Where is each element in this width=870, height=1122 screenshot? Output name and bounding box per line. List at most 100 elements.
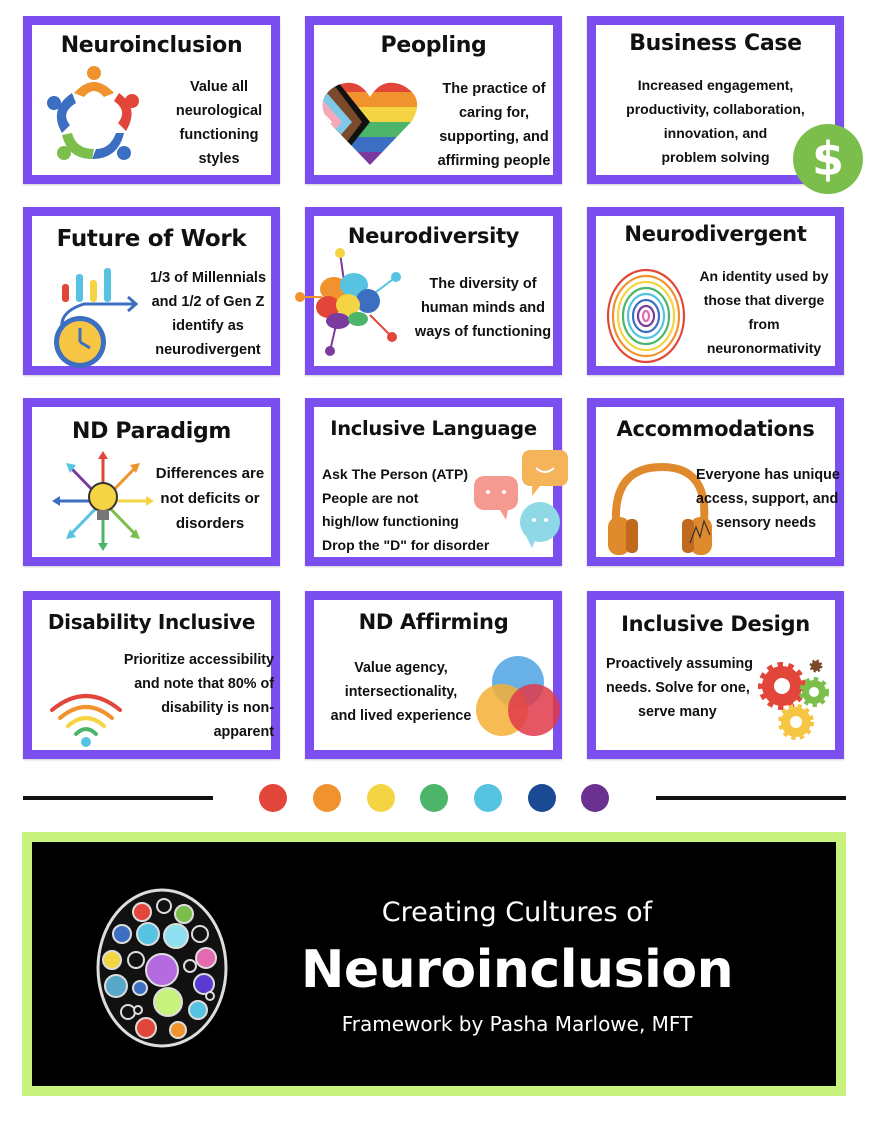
clock-chart-icon: [54, 268, 139, 368]
card-text-line: caring for,: [458, 105, 530, 121]
rainbow-wifi-icon: [50, 694, 122, 747]
people-circle-icon: [47, 66, 139, 160]
card-text: Value all neurological functioning style…: [164, 75, 274, 171]
card-text: Ask The Person (ATP) People are not high…: [322, 463, 502, 557]
card-text-line: disability is non-: [161, 700, 274, 716]
card-text-line: and 1/2 of Gen Z: [151, 294, 265, 310]
pride-heart-icon: [322, 82, 418, 165]
banner-credit: Framework by Pasha Marlowe, MFT: [341, 1012, 693, 1036]
divider-left: [23, 796, 213, 800]
card-accommodations: Accommodations Everyone has unique acces…: [587, 398, 844, 566]
card-title: Future of Work: [56, 226, 247, 252]
card-title: Peopling: [380, 33, 487, 58]
color-dot: [581, 784, 609, 812]
sound-squiggle-icon: [689, 519, 711, 544]
dollar-icon: $: [793, 124, 863, 194]
card-text: Proactively assuming needs. Solve for on…: [606, 652, 766, 724]
card-text-line: serve many: [638, 704, 717, 720]
headphones-icon: [608, 462, 712, 555]
card-text-line: disorders: [175, 515, 245, 532]
card-text-line: Proactively assuming: [606, 656, 754, 672]
card-text-line: An identity used by: [699, 268, 829, 284]
card-text: Differences are not deficits or disorder…: [150, 461, 270, 536]
venn-icon: [476, 656, 560, 736]
card-title: ND Affirming: [358, 610, 509, 634]
card-text-line: sensory needs: [715, 515, 817, 531]
card-text-line: high/low functioning: [322, 513, 459, 529]
gears-icon: [758, 659, 829, 740]
brain-icon: [295, 248, 401, 356]
card-title: ND Paradigm: [71, 419, 232, 444]
card-title: Inclusive Language: [330, 417, 537, 440]
card-text: An identity used by those that diverge f…: [688, 264, 840, 360]
banner-title: Neuroinclusion: [300, 940, 734, 1000]
card-text-line: The practice of: [442, 81, 546, 97]
card-neurodiversity: Neurodiversity The diversity of human mi…: [305, 207, 562, 375]
card-text-line: intersectionality,: [344, 684, 458, 700]
card-text-line: and note that 80% of: [134, 676, 274, 692]
card-text-line: problem solving: [661, 149, 770, 165]
fingerprint-icon: [606, 268, 686, 364]
card-text-line: from: [748, 316, 780, 332]
card-title: Neurodivergent: [624, 222, 807, 246]
card-text: Everyone has unique access, support, and…: [696, 463, 840, 535]
card-text-line: functioning: [179, 127, 259, 143]
card-text-line: Value agency,: [354, 660, 448, 676]
banner-panel: Creating Cultures of Neuroinclusion Fram…: [32, 842, 836, 1086]
card-text-line: 1/3 of Millennials: [149, 270, 267, 286]
card-text: Increased engagement, productivity, coll…: [596, 73, 835, 169]
colorful-brain-logo-icon: [96, 888, 228, 1048]
card-text-line: affirming people: [437, 153, 551, 169]
card-text-line: human minds and: [420, 300, 546, 316]
card-neurodivergent: Neurodivergent An identity used by those…: [587, 207, 844, 375]
card-disability-inclusive: Disability Inclusive Prioritize accessib…: [23, 591, 280, 759]
card-nd-affirming: ND Affirming Value agency, intersectiona…: [305, 591, 562, 759]
color-dot: [367, 784, 395, 812]
card-text: Value agency, intersectionality, and liv…: [326, 656, 476, 728]
card-future-of-work: Future of Work 1/3 of Millennials and 1/…: [23, 207, 280, 375]
card-text: The diversity of human minds and ways of…: [409, 272, 557, 344]
card-title: Inclusive Design: [621, 612, 810, 636]
color-dot: [259, 784, 287, 812]
divider-right: [656, 796, 846, 800]
card-text-line: not deficits or: [160, 490, 260, 507]
card-neuroinclusion: Neuroinclusion Value all neurological fu…: [23, 16, 280, 184]
card-text-line: identify as: [172, 318, 244, 334]
card-text-line: neuronormativity: [706, 340, 822, 356]
card-text-line: those that diverge: [703, 292, 825, 308]
color-dot: [528, 784, 556, 812]
card-title: Disability Inclusive: [47, 610, 256, 634]
card-text-line: apparent: [213, 724, 274, 740]
card-text-line: Ask The Person (ATP): [322, 466, 468, 482]
card-text: Prioritize accessibility and note that 8…: [118, 648, 274, 744]
card-text-line: supporting, and: [439, 129, 549, 145]
card-text-line: needs. Solve for one,: [606, 680, 750, 696]
color-dot: [420, 784, 448, 812]
card-text-line: and lived experience: [330, 708, 472, 724]
svg-text:$: $: [812, 132, 844, 186]
card-text-line: neurodivergent: [155, 342, 261, 358]
card-text-line: Drop the "D" for disorder: [322, 536, 490, 553]
card-text-line: Everyone has unique: [696, 467, 840, 483]
card-inclusive-language: Inclusive Language Ask The Person (ATP) …: [305, 398, 562, 566]
card-title: Neuroinclusion: [60, 33, 243, 58]
card-text: The practice of caring for, supporting, …: [432, 77, 556, 173]
card-text-line: Prioritize accessibility: [123, 652, 274, 668]
card-title: Accommodations: [616, 417, 815, 441]
card-text-line: innovation, and: [663, 125, 768, 141]
color-dot: [313, 784, 341, 812]
card-text-line: The diversity of: [429, 276, 537, 292]
card-peopling: Peopling The practice of caring for, sup…: [305, 16, 562, 184]
card-text-line: neurological: [175, 103, 263, 119]
title-banner: Creating Cultures of Neuroinclusion Fram…: [22, 832, 846, 1096]
card-text: 1/3 of Millennials and 1/2 of Gen Z iden…: [144, 266, 272, 362]
speech-bubbles-icon: [474, 450, 568, 548]
card-text-line: ways of functioning: [414, 324, 552, 340]
banner-subtitle: Creating Cultures of: [381, 897, 653, 928]
lightbulb-arrows-icon: [52, 451, 154, 551]
card-text-line: styles: [198, 151, 240, 167]
card-nd-paradigm: ND Paradigm Differences are not deficits…: [23, 398, 280, 566]
card-text-line: Value all: [189, 79, 249, 95]
card-text-line: Differences are: [155, 465, 265, 482]
card-text-line: People are not: [322, 489, 419, 506]
